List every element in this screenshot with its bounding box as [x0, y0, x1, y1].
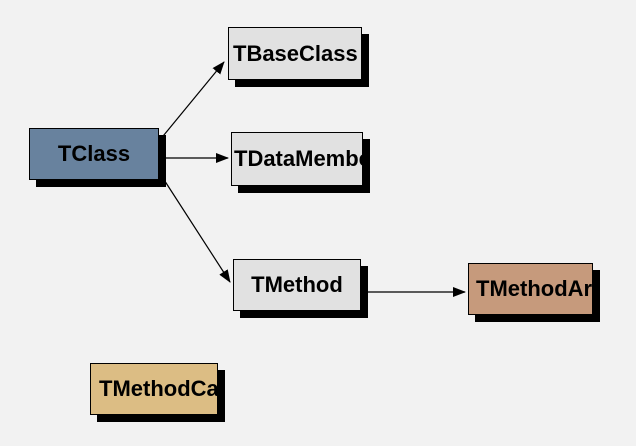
node-tmethod-label: TMethod — [251, 272, 343, 297]
node-tbaseclass[interactable]: TBaseClass — [228, 27, 362, 80]
edge-tclass-tbaseclass — [158, 61, 225, 142]
node-tclass[interactable]: TClass — [29, 128, 159, 180]
node-tmethodcall[interactable]: TMethodCall — [90, 363, 218, 415]
node-tmethodarg-label: TMethodArg — [476, 276, 593, 301]
node-tmethod[interactable]: TMethod — [233, 259, 361, 311]
edge-tclass-tmethod — [158, 171, 231, 283]
node-tmethodcall-label: TMethodCall — [99, 376, 218, 401]
node-tdatamember-label: TDataMember — [234, 146, 362, 171]
node-tmethodarg[interactable]: TMethodArg — [468, 263, 593, 315]
node-tbaseclass-label: TBaseClass — [233, 40, 358, 66]
node-tclass-label: TClass — [57, 141, 131, 166]
node-tdatamember[interactable]: TDataMember — [231, 132, 363, 186]
